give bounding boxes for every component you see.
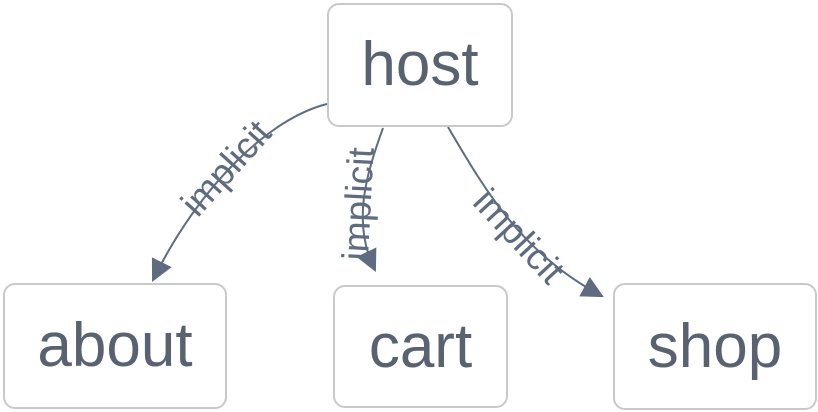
node-cart-label: cart bbox=[368, 311, 473, 381]
node-shop: shop bbox=[613, 283, 817, 410]
node-host-label: host bbox=[361, 30, 479, 99]
node-host: host bbox=[327, 3, 513, 127]
edge-host-shop bbox=[447, 126, 604, 298]
edge-label-host-shop: implicit bbox=[465, 181, 573, 292]
node-about: about bbox=[3, 283, 227, 409]
edge-host-cart bbox=[356, 127, 384, 272]
edge-label-host-cart: implicit bbox=[335, 146, 382, 262]
node-cart: cart bbox=[333, 285, 508, 408]
node-about-label: about bbox=[37, 311, 193, 380]
node-shop-label: shop bbox=[647, 311, 783, 381]
edge-host-about bbox=[151, 103, 328, 282]
edge-label-host-about: implicit bbox=[173, 112, 280, 224]
